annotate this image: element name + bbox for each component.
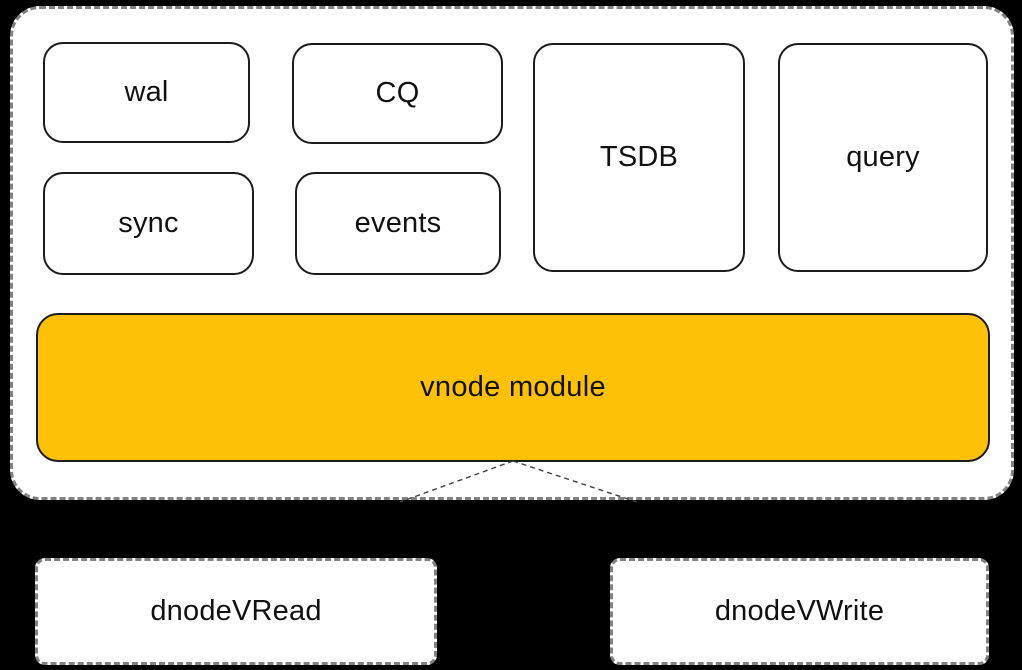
dnode-vread-box: dnodeVRead — [35, 558, 437, 665]
vnode-module-label: vnode module — [420, 371, 606, 403]
dnode-vwrite-label: dnodeVWrite — [714, 595, 885, 627]
module-label-query: query — [846, 141, 920, 173]
module-label-sync: sync — [118, 207, 179, 239]
dnode-vwrite-box: dnodeVWrite — [610, 558, 989, 665]
module-box-wal: wal — [43, 42, 250, 143]
module-label-tsdb: TSDB — [599, 141, 679, 173]
module-box-events: events — [295, 172, 501, 275]
module-box-cq: CQ — [292, 43, 503, 144]
dnode-vread-label: dnodeVRead — [150, 595, 322, 627]
module-label-wal: wal — [124, 76, 169, 108]
module-box-tsdb: TSDB — [533, 43, 745, 272]
module-label-events: events — [354, 207, 442, 239]
vnode-group-container: wal CQ TSDB query sync events vnode modu… — [10, 6, 1014, 500]
module-box-sync: sync — [43, 172, 254, 275]
module-label-cq: CQ — [375, 77, 420, 109]
module-box-query: query — [778, 43, 988, 272]
vnode-module-bar: vnode module — [36, 313, 990, 462]
